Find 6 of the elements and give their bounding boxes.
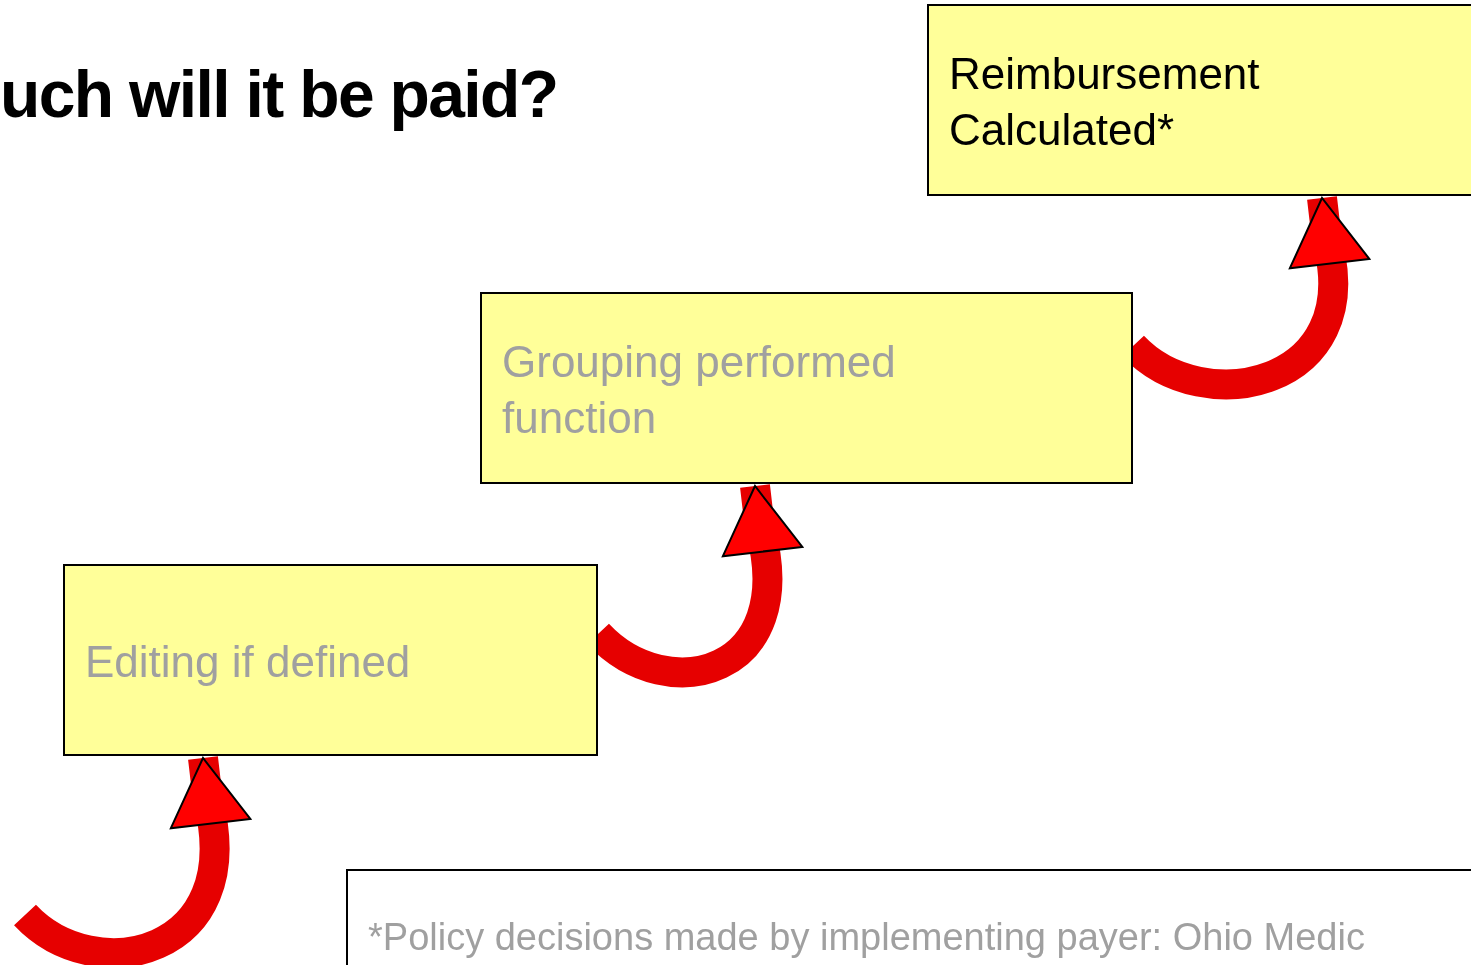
note-box: *Policy decisions made by implementing payer: Ohio Medic xyxy=(346,869,1471,965)
process-box: Editing if defined xyxy=(63,564,598,756)
title: uch will it be paid? xyxy=(0,56,558,133)
process-box: Reimbursement Calculated* xyxy=(927,4,1471,196)
process-box: Grouping performed function xyxy=(480,292,1133,484)
curved-arrow xyxy=(15,756,252,965)
